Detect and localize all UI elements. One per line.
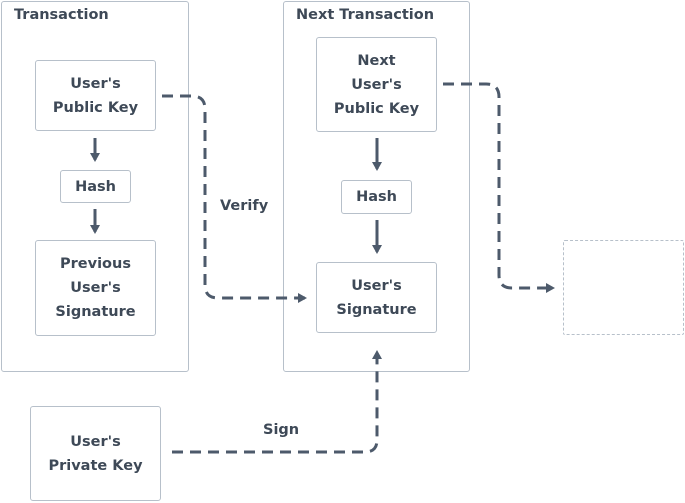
next-hash-box: Hash — [341, 180, 412, 214]
next-publickey-to-placeholder-arrow — [443, 82, 555, 293]
verify-label: Verify — [220, 198, 269, 214]
hash-box: Hash — [60, 170, 131, 203]
verify-arrow — [162, 94, 307, 303]
next-transaction-title: Next Transaction — [296, 7, 435, 23]
next-placeholder-box — [563, 240, 684, 335]
sign-arrow — [172, 350, 382, 454]
user-public-key-box: User's Public Key — [35, 60, 156, 131]
user-private-key-box: User's Private Key — [30, 406, 161, 501]
next-user-public-key-box: Next User's Public Key — [316, 37, 437, 132]
transaction-title: Transaction — [14, 7, 109, 23]
previous-signature-box: Previous User's Signature — [35, 240, 156, 336]
sign-label: Sign — [263, 422, 300, 438]
user-signature-box: User's Signature — [316, 262, 437, 333]
